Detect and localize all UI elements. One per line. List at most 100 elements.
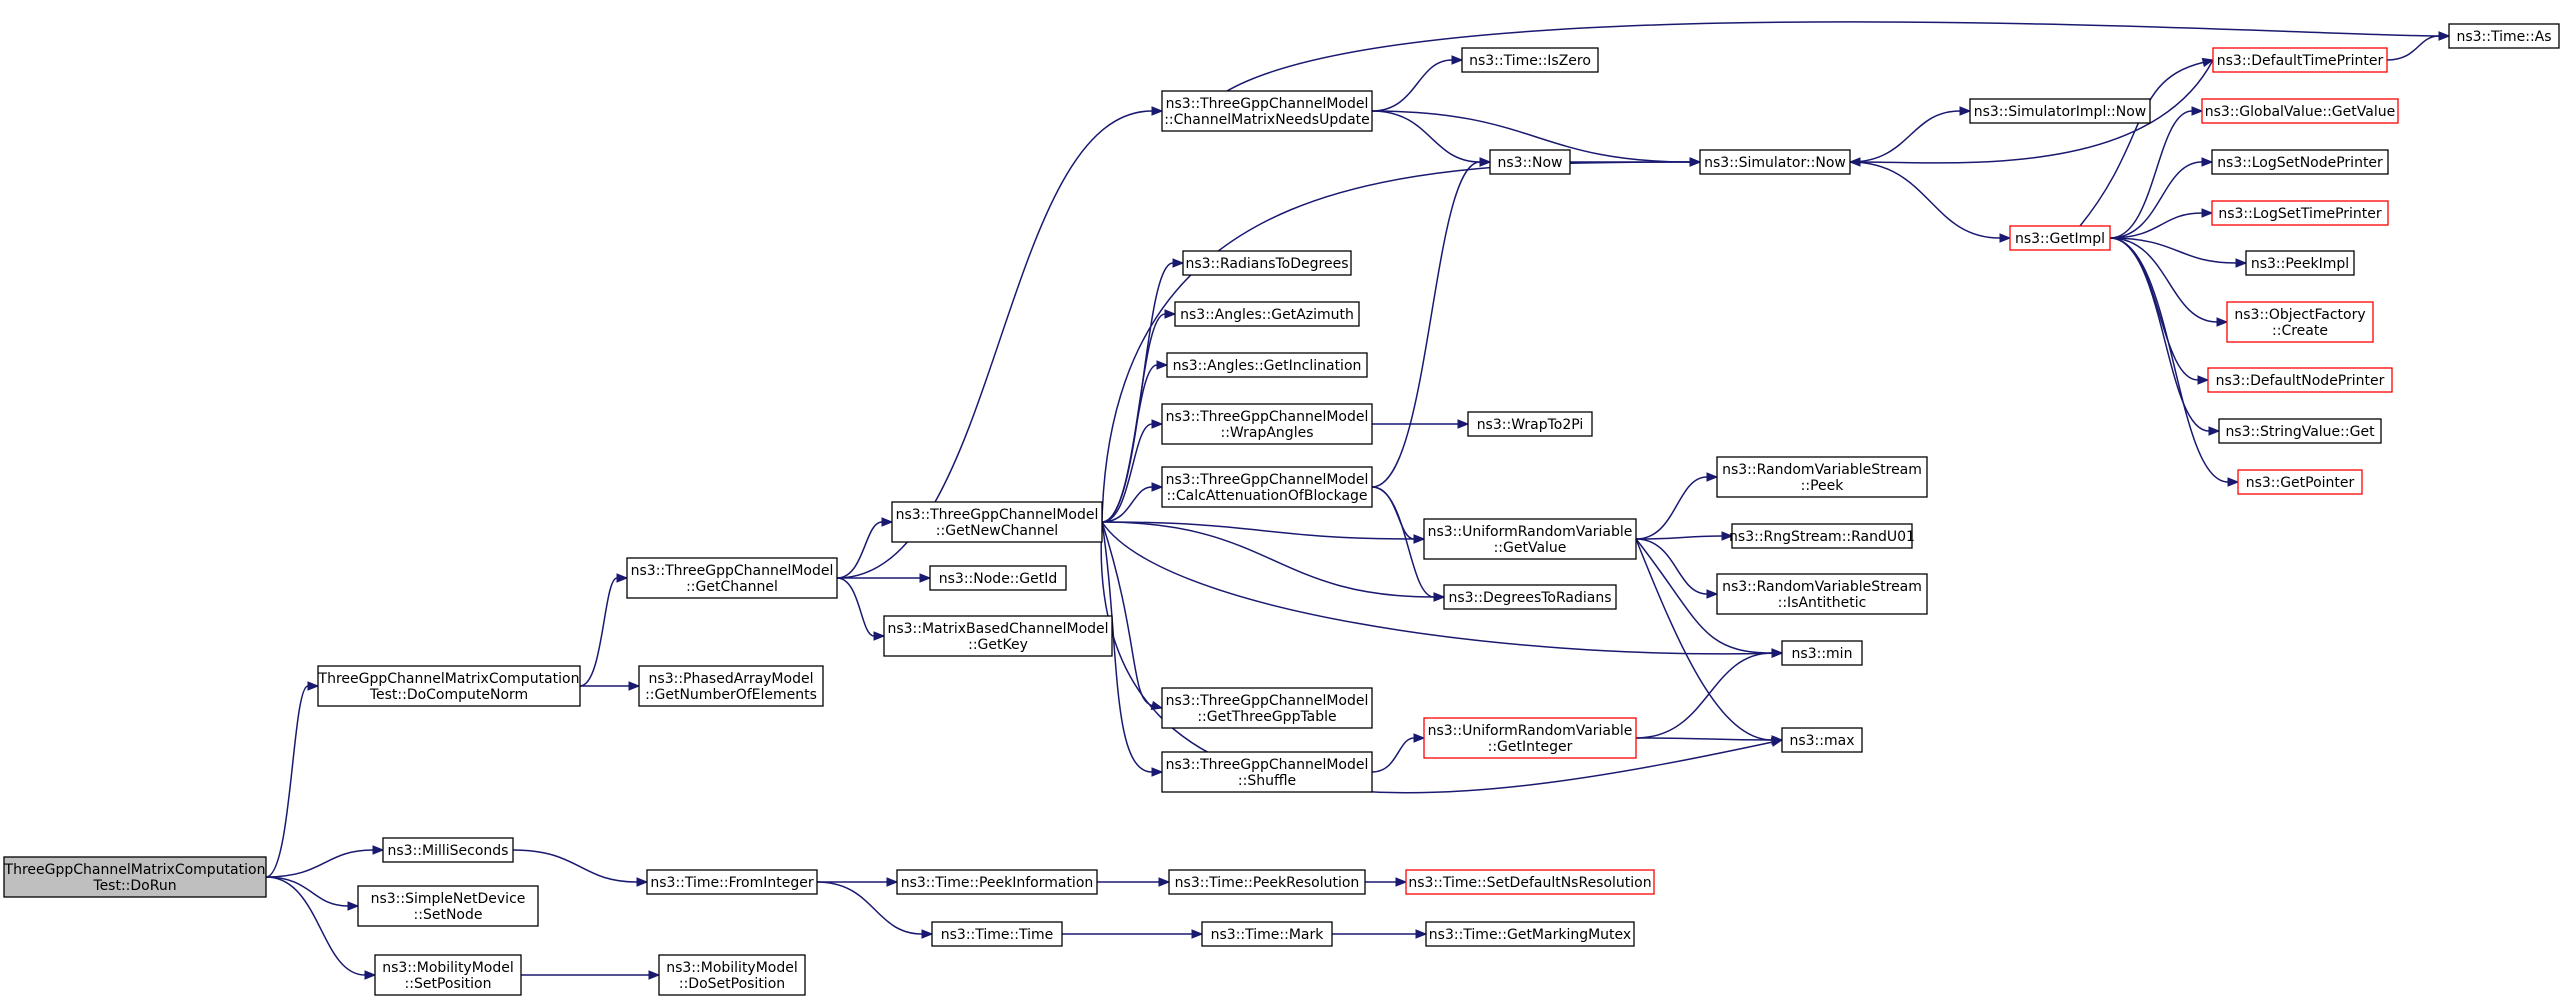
node-logsetnodeprinter[interactable]: ns3::LogSetNodePrinter [2211, 149, 2389, 175]
node-simulatorimpl-now[interactable]: ns3::SimulatorImpl::Now [1969, 98, 2151, 124]
arrowhead [1848, 157, 1861, 167]
node-setdefaultnsresolution[interactable]: ns3::Time::SetDefaultNsResolution [1405, 869, 1655, 895]
node-peekresolution[interactable]: ns3::Time::PeekResolution [1168, 869, 1366, 895]
node-urv-getvalue[interactable]: ns3::UniformRandomVariable::GetValue [1423, 518, 1637, 560]
node-wrapto2pi[interactable]: ns3::WrapTo2Pi [1467, 411, 1593, 437]
node-label: ns3::RadiansToDegrees [1185, 256, 1348, 272]
node-label: ns3::Now [1498, 155, 1563, 171]
edge-urv_getinteger-to-max [1635, 735, 1784, 745]
arrowhead [1413, 733, 1426, 743]
node-setposition[interactable]: ns3::MobilityModel::SetPosition [374, 954, 522, 996]
edge-line [2109, 237, 2229, 483]
arrowhead [1959, 106, 1972, 116]
node-getazimuth[interactable]: ns3::Angles::GetAzimuth [1174, 301, 1360, 327]
node-getinclination[interactable]: ns3::Angles::GetInclination [1166, 352, 1368, 378]
edge-line [2109, 237, 2210, 432]
edge-line [1101, 313, 1166, 523]
node-rvs-peek[interactable]: ns3::RandomVariableStream::Peek [1716, 456, 1928, 498]
arrowhead [1999, 233, 2012, 243]
node-dorun[interactable]: ThreeGppChannelMatrixComputationTest::Do… [3, 856, 267, 898]
arrowhead [2438, 31, 2451, 41]
arrowhead [2216, 317, 2229, 327]
node-getmarkingmutex[interactable]: ns3::Time::GetMarkingMutex [1425, 921, 1635, 947]
node-defaultnodeprinter[interactable]: ns3::DefaultNodePrinter [2207, 367, 2393, 393]
edge-getimpl-to-objectfactory_create [2109, 237, 2229, 327]
edge-urv_getvalue-to-rvs_peek [1635, 472, 1719, 540]
node-dosetposition[interactable]: ns3::MobilityModel::DoSetPosition [658, 954, 806, 996]
node-simulator-now[interactable]: ns3::Simulator::Now [1699, 149, 1851, 175]
node-time-as[interactable]: ns3::Time::As [2448, 23, 2560, 49]
node-frominteger[interactable]: ns3::Time::FromInteger [646, 869, 818, 895]
edge-line [1635, 652, 1773, 739]
node-getnumberofelements[interactable]: ns3::PhasedArrayModel::GetNumberOfElemen… [638, 665, 824, 707]
node-getnewchannel[interactable]: ns3::ThreeGppChannelModel::GetNewChannel [891, 501, 1103, 543]
node-docomputenorm[interactable]: ThreeGppChannelMatrixComputationTest::Do… [317, 665, 581, 707]
node-iszero[interactable]: ns3::Time::IsZero [1461, 47, 1599, 73]
edge-getchannel-to-getid [837, 573, 932, 583]
arrowhead [1771, 648, 1784, 658]
edge-line [265, 685, 309, 878]
node-getkey[interactable]: ns3::MatrixBasedChannelModel::GetKey [883, 615, 1113, 657]
node-timetime[interactable]: ns3::Time::Time [931, 921, 1063, 947]
node-mark[interactable]: ns3::Time::Mark [1201, 921, 1333, 947]
node-min[interactable]: ns3::min [1781, 640, 1863, 666]
node-logsettimeprinter[interactable]: ns3::LogSetTimePrinter [2211, 200, 2389, 226]
node-label: ::SetNode [414, 907, 483, 923]
node-getchannel[interactable]: ns3::ThreeGppChannelModel::GetChannel [626, 557, 838, 599]
edge-line [1635, 538, 1773, 741]
node-wrapangles[interactable]: ns3::ThreeGppChannelModel::WrapAngles [1161, 403, 1373, 445]
node-milliseconds[interactable]: ns3::MilliSeconds [382, 837, 514, 863]
node-globalvalue-getvalue[interactable]: ns3::GlobalValue::GetValue [2201, 98, 2399, 124]
arrowhead [1706, 589, 1719, 599]
arrowhead [372, 845, 385, 855]
node-getid[interactable]: ns3::Node::GetId [929, 565, 1067, 591]
edge-line [1635, 535, 1723, 540]
node-label: ::Create [2272, 323, 2328, 339]
node-setnode[interactable]: ns3::SimpleNetDevice::SetNode [357, 885, 539, 927]
node-shuffle[interactable]: ns3::ThreeGppChannelModel::Shuffle [1161, 751, 1373, 793]
node-getimpl[interactable]: ns3::GetImpl [2009, 225, 2111, 251]
node-degreestoradians[interactable]: ns3::DegreesToRadians [1443, 584, 1617, 610]
node-now[interactable]: ns3::Now [1489, 149, 1571, 175]
node-box [626, 557, 838, 599]
edge-line [1849, 110, 1961, 163]
node-label: ns3::DefaultNodePrinter [2216, 373, 2385, 389]
node-isantithetic[interactable]: ns3::RandomVariableStream::IsAntithetic [1716, 573, 1928, 615]
edge-line [1101, 364, 1158, 523]
node-stringvalue-get[interactable]: ns3::StringValue::Get [2218, 418, 2382, 444]
node-randu01[interactable]: ns3::RngStream::RandU01 [1729, 523, 1915, 549]
arrowhead [2191, 106, 2204, 116]
edge-dorun-to-setposition [265, 876, 377, 980]
node-getpointer[interactable]: ns3::GetPointer [2237, 469, 2363, 495]
arrowhead [1771, 735, 1784, 745]
node-box [1467, 411, 1593, 437]
edge-getimpl-to-getpointer [2109, 237, 2240, 487]
node-getthreegpptable[interactable]: ns3::ThreeGppChannelModel::GetThreeGppTa… [1161, 687, 1373, 729]
node-box [357, 885, 539, 927]
edge-frominteger-to-peekinformation [817, 877, 899, 887]
node-label: ThreeGppChannelMatrixComputation [318, 671, 580, 687]
node-box [1201, 921, 1333, 947]
node-max[interactable]: ns3::max [1781, 727, 1863, 753]
arrowhead [2201, 57, 2215, 68]
node-peekimpl[interactable]: ns3::PeekImpl [2245, 250, 2355, 276]
node-radianstodegrees[interactable]: ns3::RadiansToDegrees [1182, 250, 1352, 276]
edge-line [1635, 538, 1773, 654]
node-label: ns3::WrapTo2Pi [1477, 417, 1584, 433]
node-urv-getinteger[interactable]: ns3::UniformRandomVariable::GetInteger [1423, 717, 1637, 759]
node-label: ns3::Time::SetDefaultNsResolution [1408, 875, 1651, 891]
edge-getnewchannel-to-wrapangles [1101, 419, 1164, 523]
edge-line [2109, 212, 2203, 239]
node-label: ::SetPosition [405, 976, 492, 992]
arrowhead [2197, 375, 2210, 385]
node-defaulttimeprinter[interactable]: ns3::DefaultTimePrinter [2212, 47, 2388, 73]
node-channelmatrixneedsupdate[interactable]: ns3::ThreeGppChannelModel::ChannelMatrix… [1161, 90, 1373, 132]
node-objectfactory-create[interactable]: ns3::ObjectFactory::Create [2226, 301, 2374, 343]
node-calcattenuationofblockage[interactable]: ns3::ThreeGppChannelModel::CalcAttenuati… [1161, 466, 1373, 508]
node-label: ns3::Time::PeekResolution [1175, 875, 1360, 891]
node-label: ns3::Angles::GetInclination [1173, 358, 1362, 374]
node-peekinformation[interactable]: ns3::Time::PeekInformation [896, 869, 1098, 895]
node-label: ns3::LogSetNodePrinter [2217, 155, 2383, 171]
edge-getimpl-to-globalvalue_getvalue [2109, 106, 2204, 239]
edge-line [1635, 538, 1708, 595]
